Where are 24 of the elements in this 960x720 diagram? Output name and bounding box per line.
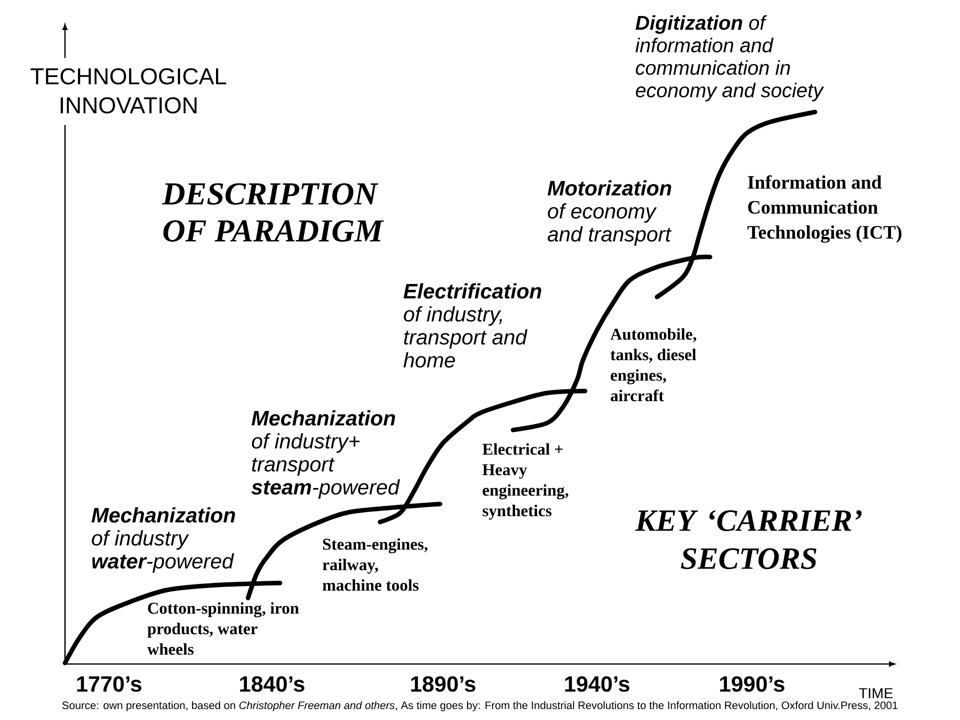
year-label: 1770’s xyxy=(77,676,142,692)
era-description: Digitization of information and communication in economy and society xyxy=(636,15,824,102)
era-description: of industry water-powered xyxy=(92,530,234,573)
section-heading: DESCRIPTION OF PARADIGM xyxy=(162,183,384,242)
year-label: 1990’s xyxy=(720,676,784,692)
era-heading: Electrification xyxy=(404,283,542,299)
year-label: 1840’s xyxy=(240,676,304,692)
era-description: of economy and transport xyxy=(548,203,672,246)
axis-label: TIME xyxy=(859,688,893,698)
sector-text: Cotton-spinning, iron products, water wheels xyxy=(147,602,299,655)
year-label: 1890’s xyxy=(411,676,476,692)
sector-text: Automobile, tanks, diesel engines, aircraft xyxy=(610,328,696,402)
sector-text: Information and Communication Technologies (ICT) xyxy=(748,175,902,243)
era-heading: Motorization xyxy=(548,180,672,196)
era-heading: Mechanization xyxy=(92,507,235,523)
axis-label: TECHNOLOGICAL INNOVATION xyxy=(30,68,226,114)
era-description: of industry, transport and home xyxy=(404,306,528,368)
era-heading: Mechanization xyxy=(252,410,396,426)
year-label: 1940’s xyxy=(565,676,630,692)
section-heading: KEY ‘CARRIER’ SECTORS xyxy=(635,510,862,570)
sector-text: Steam-engines, railway, machine tools xyxy=(322,538,428,591)
sector-text: Electrical + Heavy engineering, synthetics xyxy=(482,443,568,520)
source-note: Source: own presentation, based on Christopher Freeman and others, As time goes by: From the Industrial Revolutions to the Information Revolution, Oxford Univ.Press, 2001 xyxy=(62,701,898,712)
era-description: of industry+ transport steam-powered xyxy=(251,433,400,499)
